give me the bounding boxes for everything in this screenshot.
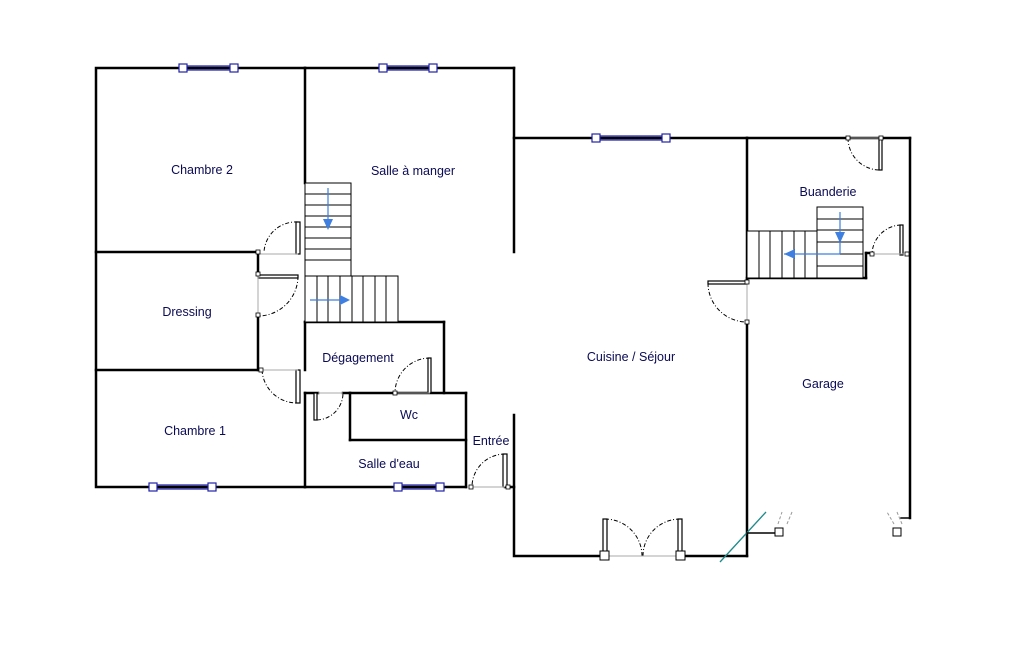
stair-arrow-left-icon: [784, 249, 795, 259]
stair-arrow-down-icon: [835, 232, 845, 243]
window-cuisine: [591, 133, 671, 143]
room-label-degagement: Dégagement: [322, 351, 394, 365]
door-wc: [392, 357, 432, 396]
room-label-entree: Entrée: [473, 434, 510, 448]
room-label-dressing: Dressing: [162, 305, 211, 319]
door-salle-deau: [313, 392, 344, 421]
door-entree: [468, 453, 511, 490]
window-salle-deau: [393, 482, 445, 492]
staircase-main: [304, 182, 399, 323]
garage-opening: [719, 511, 911, 563]
door-double-sejour: [599, 518, 686, 561]
stair-steps-horizontal: [316, 276, 387, 322]
door-chambre1: [258, 367, 301, 404]
window-salle-a-manger: [378, 63, 438, 73]
door-cuisine-buanderie: [707, 279, 750, 325]
door-buanderie-top: [845, 135, 884, 171]
door-chambre2: [255, 221, 301, 255]
room-label-chambre-1: Chambre 1: [164, 424, 226, 438]
room-label-salle-a-manger: Salle à manger: [371, 164, 455, 178]
staircase-buanderie: [746, 206, 864, 279]
door-dressing: [255, 271, 299, 318]
room-label-cuisine-sejour: Cuisine / Séjour: [587, 350, 675, 364]
door-garage: [869, 224, 910, 257]
window-chambre2: [178, 63, 239, 73]
room-label-salle-deau: Salle d'eau: [358, 457, 420, 471]
window-chambre1: [148, 482, 217, 492]
stair-arrow-down-icon: [323, 219, 333, 230]
stair-arrow-right-icon: [340, 295, 350, 305]
room-label-wc: Wc: [400, 408, 418, 422]
room-label-garage: Garage: [802, 377, 844, 391]
stair-steps-vertical: [305, 193, 351, 261]
room-label-buanderie: Buanderie: [800, 185, 857, 199]
room-label-chambre-2: Chambre 2: [171, 163, 233, 177]
